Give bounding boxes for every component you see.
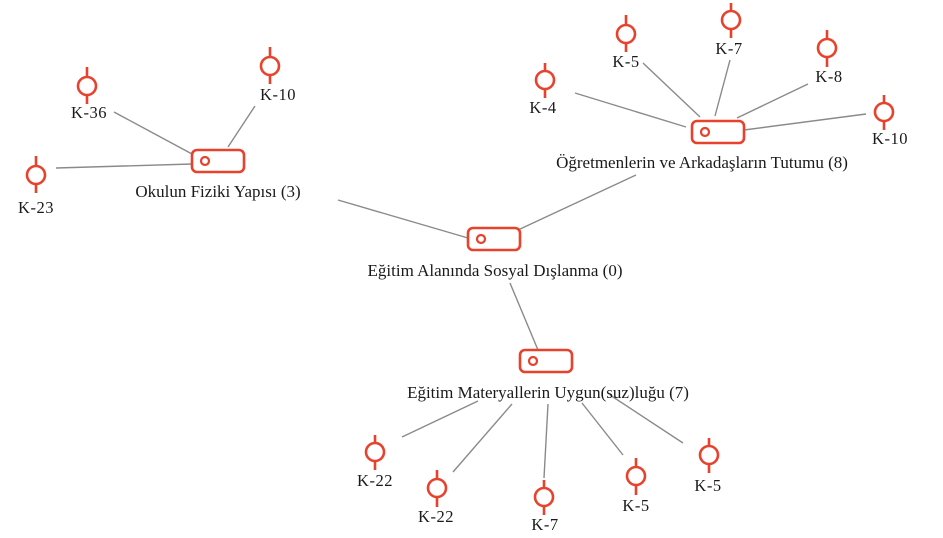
- leaf-ogretmen-3[interactable]: K-7: [715, 3, 742, 58]
- quote-pin-icon: [534, 63, 556, 98]
- edge-ogretmen-k8: [736, 83, 809, 119]
- quote-pin-icon: [364, 435, 386, 470]
- edge-materyal-k22b: [452, 403, 513, 473]
- leaf-materyal-4[interactable]: K-5: [622, 458, 649, 515]
- code-icon-dot: [475, 233, 487, 245]
- quote-pin-icon: [25, 156, 47, 193]
- quote-pin-icon: [76, 67, 98, 104]
- quote-pin-icon: [625, 458, 647, 495]
- code-icon: [518, 348, 574, 374]
- code-icon-dot: [699, 126, 711, 138]
- leaf-label: K-5: [622, 496, 649, 515]
- node-label-okulun: Okulun Fiziki Yapısı (3): [135, 182, 300, 201]
- edge-okulun-root: [337, 199, 469, 239]
- edges: [55, 59, 867, 479]
- leaf-materyal-2[interactable]: K-22: [418, 470, 454, 526]
- edge-materyal-k22a: [401, 400, 479, 438]
- code-icon: [690, 119, 746, 145]
- leaf-materyal-3[interactable]: K-7: [531, 480, 558, 534]
- leaf-label: K-22: [357, 471, 393, 490]
- leaf-okulun-3[interactable]: K-23: [18, 156, 54, 217]
- leaf-okulun-2[interactable]: K-10: [259, 47, 296, 104]
- node-label-ogretmen: Öğretmenlerin ve Arkadaşların Tutumu (8): [556, 153, 848, 172]
- leaf-label: K-5: [612, 52, 639, 71]
- edge-materyal-k5a: [581, 402, 624, 456]
- code-node-materyal[interactable]: Eğitim Materyallerin Uygun(suz)luğu (7): [407, 348, 689, 402]
- leaf-label: K-7: [715, 39, 742, 58]
- edge-ogretmen-k4: [574, 92, 687, 128]
- code-node-ogretmen[interactable]: Öğretmenlerin ve Arkadaşların Tutumu (8): [556, 119, 848, 172]
- leaf-label: K-4: [529, 98, 556, 117]
- edge-okulun-k10: [227, 105, 256, 148]
- leaf-label: K-8: [815, 67, 842, 86]
- edge-ogretmen-root: [517, 174, 637, 231]
- edge-ogretmen-k5: [642, 62, 701, 118]
- edge-okulun-k23: [55, 163, 193, 169]
- edge-materyal-k5b: [609, 394, 684, 444]
- quote-pin-icon: [720, 3, 742, 38]
- code-icon: [466, 226, 522, 252]
- leaf-label: K-5: [694, 476, 721, 495]
- leaf-label: K-10: [872, 129, 908, 148]
- leaf-ogretmen-1[interactable]: K-4: [529, 63, 556, 117]
- quote-pin-icon: [615, 15, 637, 52]
- quote-pin-icon: [259, 47, 281, 84]
- edge-materyal-k7: [543, 403, 549, 479]
- leaf-label: K-23: [18, 198, 54, 217]
- leaf-ogretmen-4[interactable]: K-8: [815, 30, 842, 86]
- quote-pin-icon: [873, 95, 895, 130]
- code-node-root[interactable]: Eğitim Alanında Sosyal Dışlanma (0): [368, 226, 623, 280]
- edge-ogretmen-k10: [743, 113, 867, 131]
- quote-pin-icon: [816, 30, 838, 67]
- leaf-materyal-5[interactable]: K-5: [694, 438, 721, 495]
- edge-okulun-k36: [113, 111, 193, 155]
- code-icon: [190, 148, 246, 174]
- leaf-label: K-22: [418, 507, 454, 526]
- edge-root-materyal: [509, 282, 539, 351]
- code-icon-dot: [199, 155, 211, 167]
- leaf-ogretmen-2[interactable]: K-5: [612, 15, 639, 71]
- quote-pin-icon: [533, 480, 555, 515]
- code-node-okulun[interactable]: Okulun Fiziki Yapısı (3): [135, 148, 301, 201]
- quote-pin-icon: [426, 470, 448, 507]
- code-icon-dot: [527, 355, 539, 367]
- leaf-materyal-1[interactable]: K-22: [357, 435, 393, 490]
- leaf-label: K-10: [260, 85, 296, 104]
- leaf-ogretmen-5[interactable]: K-10: [872, 95, 908, 148]
- leaf-okulun-1[interactable]: K-36: [71, 67, 107, 122]
- leaf-label: K-7: [531, 515, 558, 534]
- node-label-root: Eğitim Alanında Sosyal Dışlanma (0): [368, 261, 623, 280]
- leaf-label: K-36: [71, 103, 107, 122]
- edge-ogretmen-k7: [714, 59, 731, 117]
- quote-pin-icon: [698, 438, 720, 473]
- node-label-materyal: Eğitim Materyallerin Uygun(suz)luğu (7): [407, 383, 689, 402]
